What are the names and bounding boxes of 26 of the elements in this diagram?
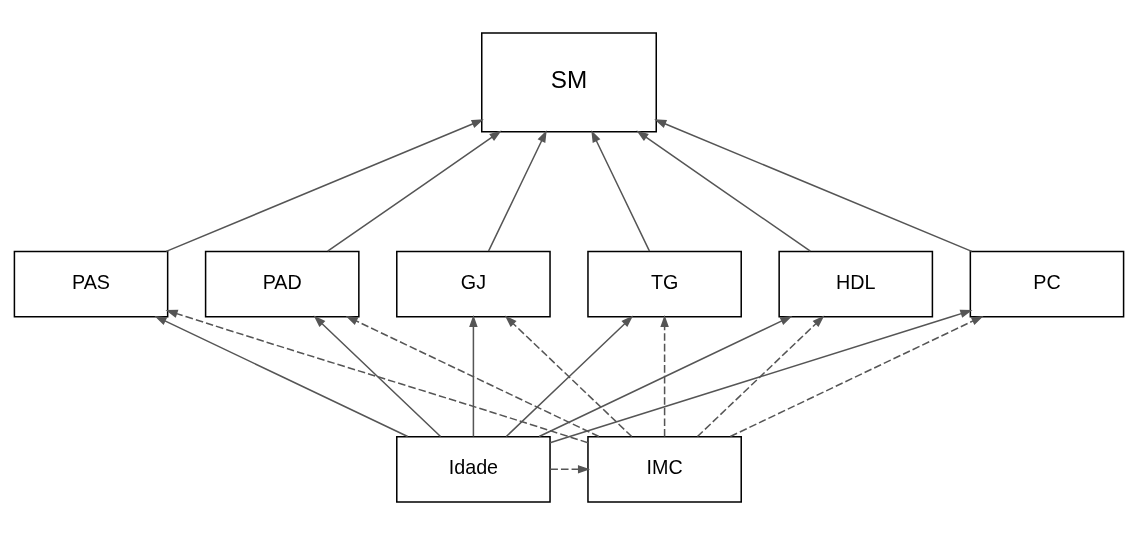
node-box: PC [969, 250, 1125, 318]
node-box: SM [481, 31, 657, 132]
arrow [549, 309, 973, 443]
arrow [313, 315, 442, 437]
node-box: Idade [396, 435, 551, 503]
arrow [591, 129, 651, 252]
arrow [487, 129, 547, 252]
node-box: TG [587, 250, 742, 318]
arrow [660, 314, 669, 437]
node-box: PAS [13, 250, 169, 318]
node-box: GJ [396, 250, 551, 318]
arrow [165, 118, 484, 252]
arrow [696, 315, 825, 437]
arrow [538, 315, 793, 437]
arrow [345, 315, 600, 437]
arrow [469, 314, 478, 437]
arrow [636, 130, 812, 252]
arrow [165, 309, 589, 443]
node-box: IMC [587, 435, 742, 503]
arrow [549, 464, 591, 474]
node-box: HDL [778, 250, 934, 318]
arrow [326, 130, 502, 252]
arrow [654, 118, 973, 252]
node-box: PAD [204, 250, 360, 318]
arrow [729, 315, 984, 437]
arrow [154, 315, 409, 437]
